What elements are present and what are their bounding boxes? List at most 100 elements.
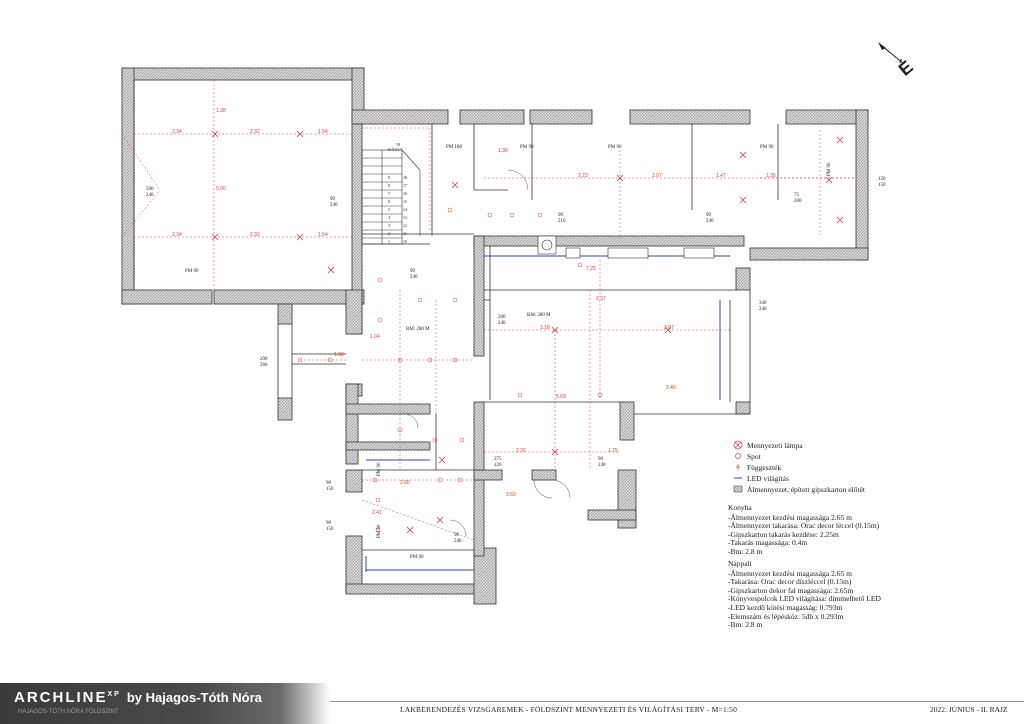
- spec-line: -LED kezdő kötési magasság: 0.793m: [728, 602, 843, 612]
- svg-text:90: 90: [326, 481, 332, 486]
- svg-text:240: 240: [330, 203, 338, 208]
- svg-text:340: 340: [759, 301, 767, 306]
- svg-text:2.34: 2.34: [172, 129, 182, 135]
- svg-text:240: 240: [498, 321, 506, 326]
- svg-text:PM 90: PM 90: [410, 555, 424, 560]
- svg-text:2.41: 2.41: [372, 510, 382, 516]
- svg-text:260: 260: [260, 363, 268, 368]
- north-arrow: É: [876, 40, 926, 89]
- svg-text:1: 1: [388, 239, 390, 244]
- svg-text:PM 90: PM 90: [185, 269, 199, 274]
- svg-text:1.75: 1.75: [608, 448, 618, 454]
- svg-text:150: 150: [326, 487, 334, 492]
- spec-line: -Bm: 2.8 m: [728, 546, 763, 556]
- legend-label: Spot: [747, 452, 761, 461]
- living-room-spec-title: Nappali: [728, 559, 752, 568]
- svg-text:2.32: 2.32: [250, 232, 260, 238]
- title-divider: [330, 701, 1024, 702]
- svg-text:220: 220: [494, 463, 502, 468]
- svg-text:90: 90: [410, 269, 416, 274]
- logo-subtitle: HAJAGOS-TÓTH NÓRA FÖLDSZINT: [18, 709, 119, 715]
- drawing-date: 2022. JÚNIUS - II. RAJZ: [930, 705, 1008, 714]
- ceiling-lamp-markers: [211, 130, 844, 534]
- svg-text:PM 90: PM 90: [827, 162, 832, 176]
- svg-text:240: 240: [454, 539, 462, 544]
- svg-text:3: 3: [388, 223, 390, 228]
- svg-text:17: 17: [403, 183, 407, 188]
- svg-text:PM 90: PM 90: [377, 524, 382, 538]
- svg-text:PM 90: PM 90: [377, 462, 382, 476]
- interior-lines: [133, 80, 779, 551]
- svg-text:1.47: 1.47: [716, 173, 726, 179]
- drawing-title: LAKBERENDEZÉS VIZSGAREMEK - FÖLDSZINT ME…: [400, 705, 738, 714]
- north-arrow-icon: [878, 42, 905, 65]
- legend-label: Álmennyezet, épített gipszkarton előtét: [747, 485, 865, 494]
- svg-text:16: 16: [403, 191, 407, 196]
- svg-text:6: 6: [388, 199, 390, 204]
- svg-text:2.30: 2.30: [516, 448, 526, 454]
- spot-markers: [297, 207, 603, 533]
- spec-line: -Takarása: Orac decor díszléccel (0.15m): [728, 577, 852, 587]
- room-labels: PM 90 PM 180 PM 90 PM 90 PM 90 BM: 280 M…: [146, 145, 886, 560]
- svg-text:11: 11: [403, 231, 407, 236]
- exterior-walls: [121, 67, 869, 605]
- svg-text:120: 120: [878, 177, 886, 182]
- svg-text:90: 90: [598, 457, 604, 462]
- svg-text:500: 500: [146, 187, 154, 192]
- svg-text:200: 200: [794, 199, 802, 204]
- pendant-icon: [736, 464, 740, 470]
- svg-text:240: 240: [146, 193, 154, 198]
- svg-text:75: 75: [794, 193, 800, 198]
- spec-line: -Elemszám és lépésköz: 5db x 0.293m: [728, 611, 844, 621]
- svg-text:2.37: 2.37: [596, 296, 606, 302]
- svg-text:BM: 280 M: BM: 280 M: [406, 327, 430, 332]
- svg-text:15: 15: [403, 199, 407, 204]
- svg-text:19: 19: [396, 142, 400, 147]
- svg-text:150: 150: [878, 183, 886, 188]
- svg-text:210: 210: [558, 219, 566, 224]
- svg-text:10: 10: [403, 239, 407, 244]
- svg-text:PM 90: PM 90: [760, 145, 774, 150]
- staircase: [361, 149, 421, 245]
- spec-line: -Álmennyezet takarása: Orac decor léccel…: [728, 521, 880, 531]
- svg-text:90: 90: [330, 197, 336, 202]
- svg-text:200: 200: [260, 357, 268, 362]
- spec-line: -Álmennyezet kezdési magassága 2.65 m: [728, 568, 852, 578]
- svg-text:240: 240: [759, 307, 767, 312]
- spec-line: -Takarás magassága: 0.4m: [728, 538, 808, 548]
- svg-text:PM 180: PM 180: [446, 145, 462, 150]
- svg-text:240: 240: [410, 275, 418, 280]
- svg-text:5: 5: [388, 207, 390, 212]
- svg-text:8: 8: [388, 183, 390, 188]
- svg-text:14: 14: [403, 207, 407, 212]
- svg-text:90: 90: [706, 213, 712, 218]
- svg-text:150: 150: [326, 527, 334, 532]
- living-room-spec: Nappali -Álmennyezet kezdési magassága 2…: [728, 559, 881, 630]
- svg-text:1.38: 1.38: [216, 108, 226, 114]
- svg-text:16.5/31.7: 16.5/31.7: [387, 147, 402, 152]
- svg-text:1.54: 1.54: [318, 129, 328, 135]
- svg-text:12: 12: [403, 223, 407, 228]
- spot-icon: [735, 453, 741, 459]
- legend-label: Függeszték: [747, 463, 782, 472]
- ceiling-dims: [121, 80, 856, 541]
- spec-line: -Könyvespolcok LED világítása: dimmelhet…: [728, 594, 881, 604]
- svg-text:3.18: 3.18: [540, 325, 550, 331]
- door-swings: [403, 169, 571, 537]
- svg-text:5.00: 5.00: [216, 186, 226, 192]
- led-strip-icon: [734, 477, 742, 479]
- ceiling-lamp-icon: [733, 440, 743, 450]
- kitchen-spec: Konyha -Álmennyezet kezdési magassága 2.…: [728, 503, 880, 557]
- svg-text:1.35: 1.35: [766, 173, 776, 179]
- spec-line: -Gipszkarton dekor fal magassága: 2.65m: [728, 585, 854, 595]
- svg-text:7: 7: [388, 191, 390, 196]
- svg-text:1.04: 1.04: [370, 334, 380, 340]
- svg-text:1.36: 1.36: [498, 148, 508, 154]
- svg-text:PM 90: PM 90: [520, 145, 534, 150]
- drywall-hatch-icon: [733, 485, 743, 493]
- svg-text:90: 90: [326, 521, 332, 526]
